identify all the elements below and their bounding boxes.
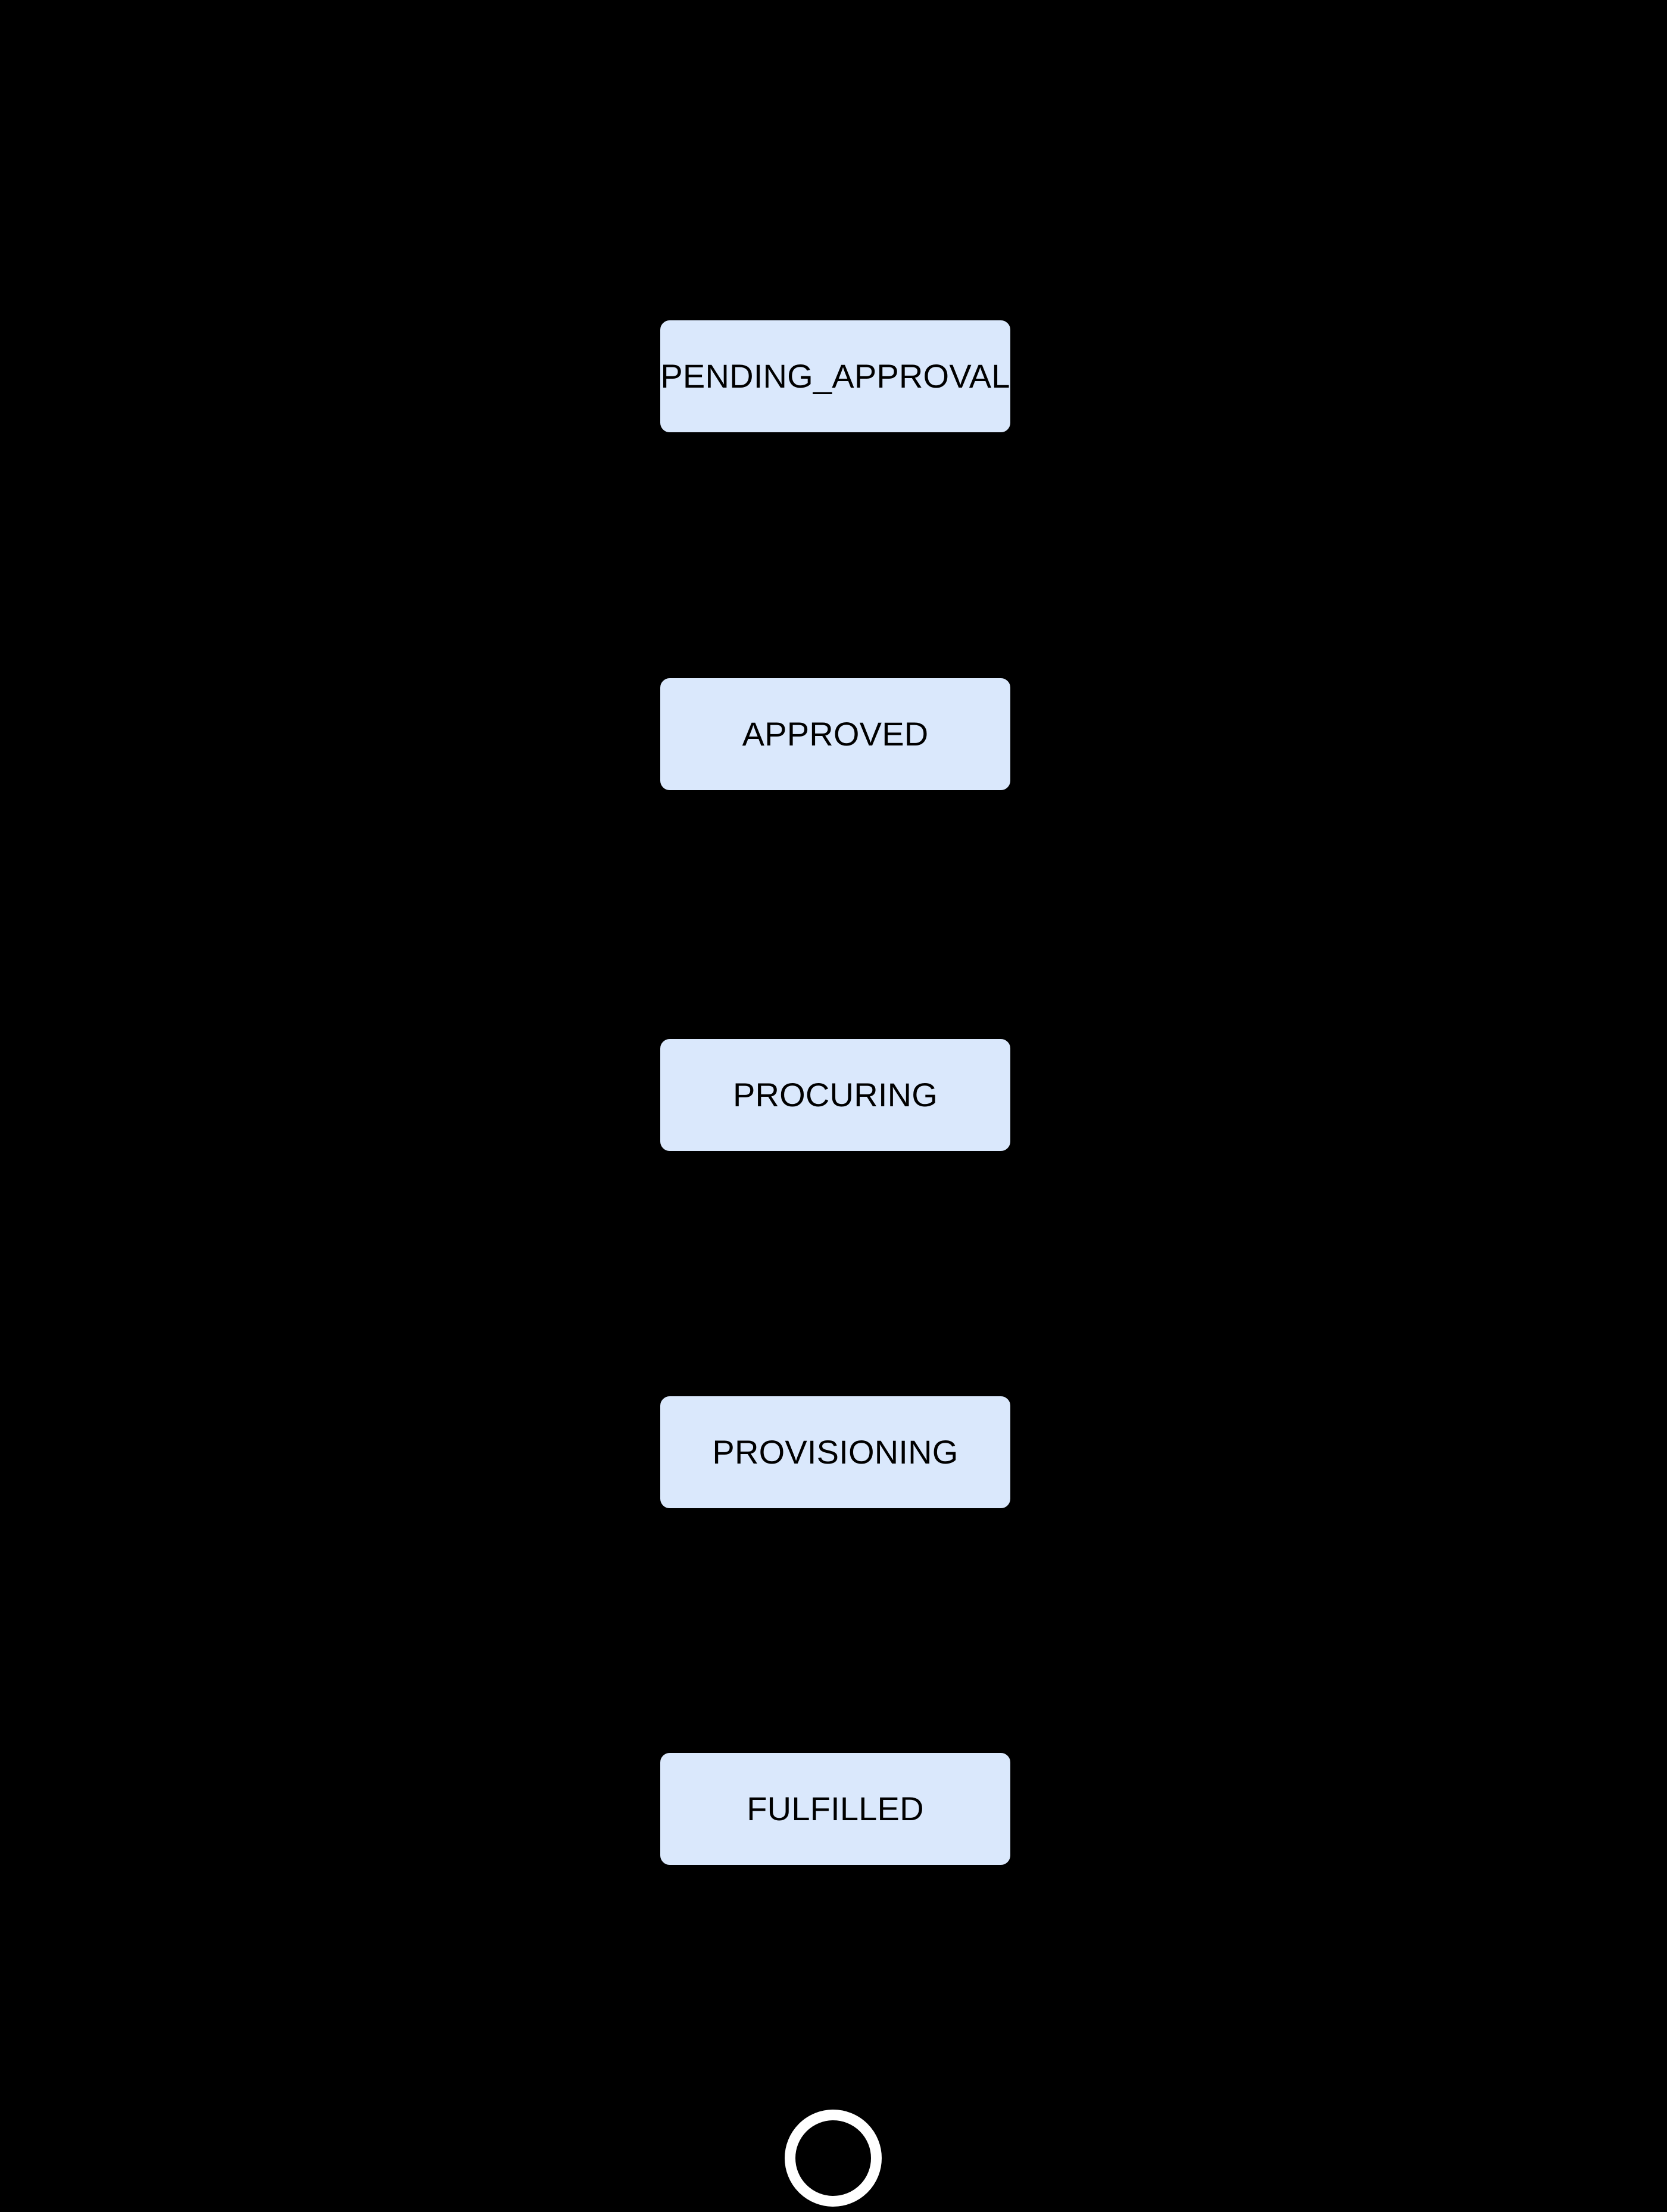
transition-arrowhead-provisioning: [828, 1383, 842, 1395]
state-node-provisioning[interactable]: PROVISIONING: [659, 1395, 1012, 1509]
state-node-label: PROCURING: [732, 1076, 938, 1113]
transition-arrowhead-procuring: [828, 1026, 842, 1038]
transition-edge-fulfilled-to-end-state: [834, 1866, 836, 2110]
transition-arrowhead-fulfilled: [828, 1740, 842, 1752]
state-node-procuring[interactable]: PROCURING: [659, 1038, 1012, 1152]
state-node-fulfilled[interactable]: FULFILLED: [659, 1752, 1012, 1866]
state-node-label: APPROVED: [742, 715, 929, 753]
transition-arrowhead-end-state: [828, 2098, 842, 2110]
transition-arrowhead-approved: [828, 665, 842, 677]
state-node-label: PENDING_APPROVAL: [660, 357, 1010, 395]
transition-edge-pending-approval-to-approved: [834, 433, 836, 677]
transition-edge-procuring-to-provisioning: [834, 1152, 836, 1395]
state-node-pending-approval[interactable]: PENDING_APPROVAL: [659, 319, 1012, 433]
transition-edge-approved-to-procuring: [834, 791, 836, 1038]
transition-edge-provisioning-to-fulfilled: [834, 1509, 836, 1752]
end-state-ring-icon: [785, 2110, 882, 2207]
state-node-label: FULFILLED: [747, 1790, 924, 1827]
state-node-label: PROVISIONING: [712, 1433, 959, 1471]
state-node-approved[interactable]: APPROVED: [659, 677, 1012, 791]
